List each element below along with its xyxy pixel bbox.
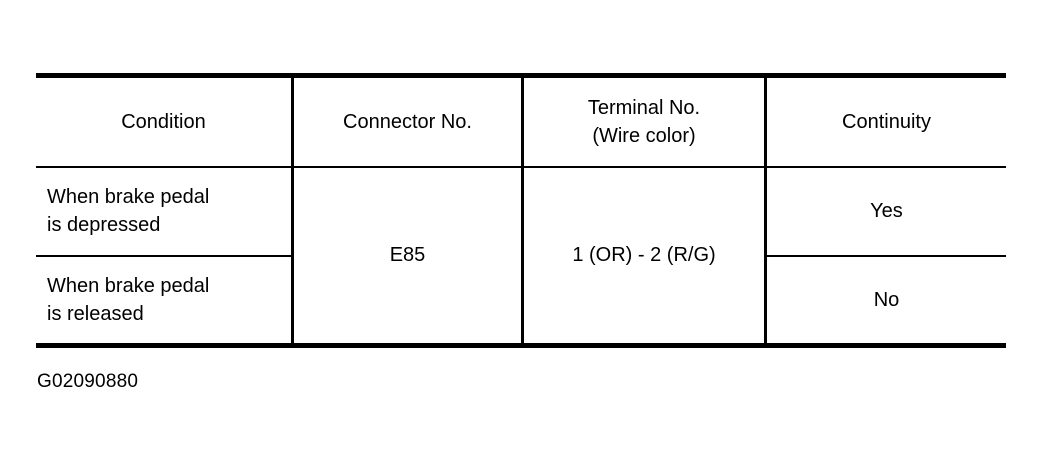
cell-connector-no-merged: E85 bbox=[389, 243, 426, 266]
cell-condition-row-2: When brake pedal is released bbox=[47, 275, 210, 325]
cell-continuity-row-2: No bbox=[873, 289, 900, 311]
header-terminal-no: Terminal No. (Wire color) bbox=[587, 97, 701, 147]
header-connector-no: Connector No. bbox=[343, 111, 472, 133]
continuity-row-separator bbox=[764, 255, 1006, 257]
column-divider-condition-connector bbox=[291, 73, 294, 348]
column-divider-terminal-continuity bbox=[764, 73, 767, 348]
brake-switch-continuity-table: Condition Connector No. Terminal No. (Wi… bbox=[36, 73, 1006, 348]
cell-condition-row-1: When brake pedal is depressed bbox=[47, 185, 210, 236]
condition-row-separator bbox=[36, 255, 291, 257]
cell-continuity-row-1: Yes bbox=[870, 199, 903, 222]
figure-caption: G02090880 bbox=[37, 371, 139, 392]
column-divider-connector-terminal bbox=[521, 73, 524, 348]
header-continuity: Continuity bbox=[842, 111, 931, 133]
header-condition: Condition bbox=[121, 111, 206, 133]
cell-terminal-no-merged: 1 (OR) - 2 (R/G) bbox=[572, 243, 716, 266]
